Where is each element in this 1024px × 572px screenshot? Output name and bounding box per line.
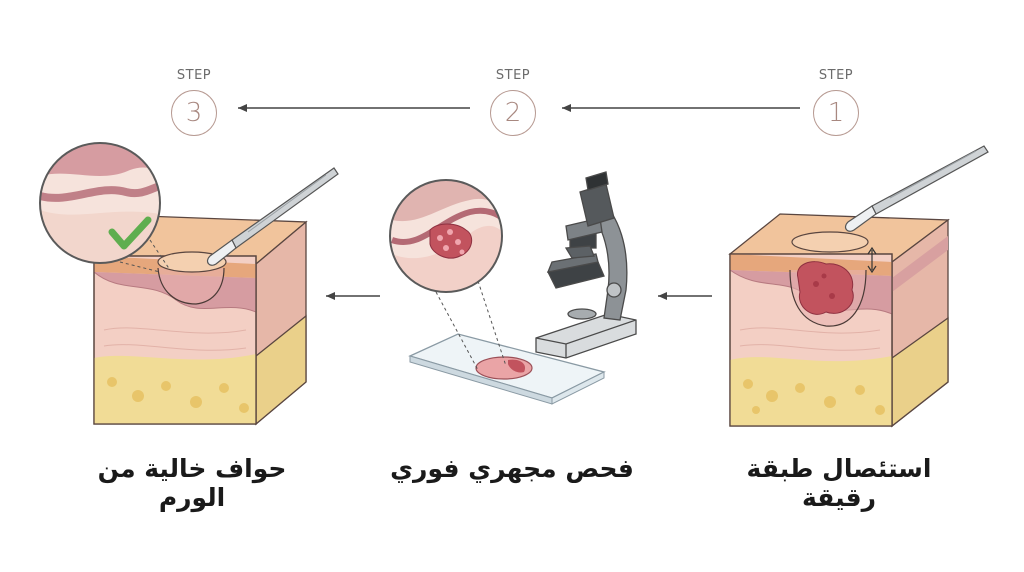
caption-step-1: استئصال طبقة رقيقة bbox=[746, 454, 932, 512]
microscope-icon bbox=[535, 171, 637, 359]
step-number-3: 3 bbox=[171, 90, 217, 136]
caption-step-3: حواف خالية من الورم bbox=[97, 454, 287, 512]
scalpel-icon bbox=[844, 145, 989, 232]
step-label-3: STEP bbox=[176, 68, 212, 83]
check-icon bbox=[108, 216, 152, 250]
step-number-1: 1 bbox=[813, 90, 859, 136]
magnifier-icon bbox=[389, 179, 507, 371]
caption-step-2: فحص مجهري فوري bbox=[390, 454, 634, 483]
magnifier-icon bbox=[39, 142, 171, 273]
step-number-2: 2 bbox=[490, 90, 536, 136]
glass-slide bbox=[408, 333, 606, 405]
step-label-1: STEP bbox=[818, 68, 854, 83]
step-label-2: STEP bbox=[495, 68, 531, 83]
skin-block-step-1 bbox=[728, 213, 950, 428]
scalpel-icon bbox=[206, 167, 339, 266]
